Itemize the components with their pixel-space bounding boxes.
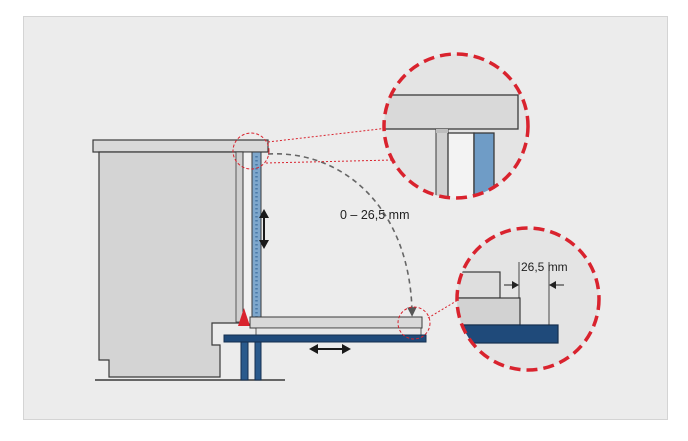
door-plinth-grey [249, 316, 423, 329]
door-horizontal [223, 316, 427, 381]
zoom-marker-top [232, 132, 270, 170]
dimension-arrows [504, 281, 564, 289]
detail-callout-top [382, 52, 530, 200]
worktop [92, 139, 269, 153]
connector-bottom [427, 299, 459, 319]
base-navy-bar [223, 334, 427, 343]
vertical-double-arrow-icon [259, 209, 269, 249]
swing-arc [267, 153, 417, 317]
range-label: 0 – 26,5 mm [340, 208, 409, 222]
detail-callout-bottom: 26,5 mm [455, 226, 601, 372]
leg-left [240, 341, 249, 381]
hinge-marker [238, 308, 250, 326]
door-panel [242, 151, 253, 325]
door-vertical [238, 151, 262, 326]
connector-top-1 [267, 127, 389, 143]
leg-bar [254, 341, 262, 381]
zoom-marker-bottom [397, 306, 431, 340]
horizontal-double-arrow-icon [309, 344, 351, 354]
detail-label: 26,5 mm [521, 260, 568, 274]
connector-top-2 [265, 159, 394, 164]
inner-panel [235, 151, 244, 323]
door-blue-strip [251, 151, 262, 325]
door-plinth-light [255, 327, 422, 336]
cabinet-side [98, 151, 244, 378]
